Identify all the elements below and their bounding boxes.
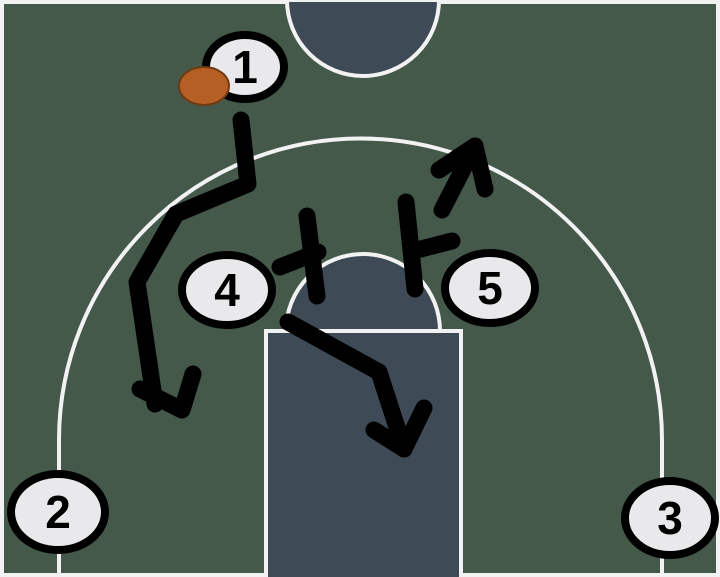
three-point-line (57, 136, 664, 577)
player-5-label: 5 (477, 262, 503, 314)
roll-path-player-4 (279, 313, 413, 458)
player-3-label: 3 (657, 492, 683, 544)
screen-bar-player-4 (271, 243, 327, 276)
player-4: 4 (178, 251, 276, 329)
screen-bar-player-5 (404, 232, 461, 260)
player-4-label: 4 (214, 264, 240, 316)
roll-arrowhead-player-4 (365, 399, 433, 458)
player-2: 2 (7, 470, 109, 554)
player-1-label: 1 (232, 41, 258, 93)
free-throw-circle (283, 252, 443, 333)
player-5: 5 (441, 249, 539, 327)
ball (178, 66, 230, 106)
cut-path-player-1 (128, 111, 257, 413)
player-2-label: 2 (45, 486, 71, 538)
players-layer: 1 4 5 2 3 (7, 31, 719, 559)
player-3: 3 (621, 477, 719, 559)
pop-arrowhead-player-5 (430, 137, 494, 198)
cut-arrowhead-player-1 (131, 365, 202, 419)
center-circle (284, 0, 442, 78)
